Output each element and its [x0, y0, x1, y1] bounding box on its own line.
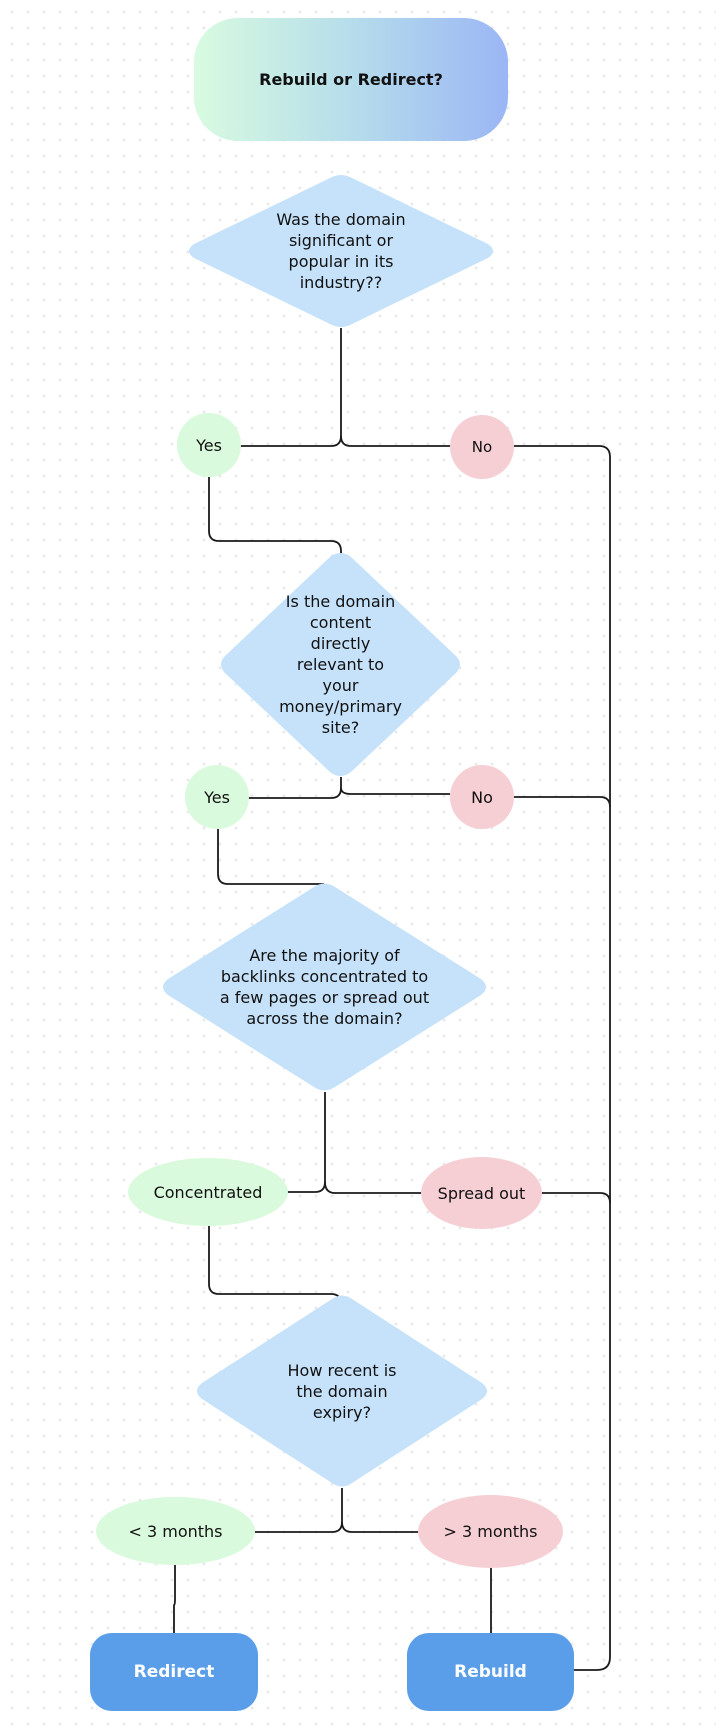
answer-yes-1: Yes: [177, 413, 241, 477]
question-node-4: How recent is the domain expiry?: [194, 1294, 490, 1488]
question-text-3: Are the majority of backlinks concentrat…: [219, 946, 430, 1028]
answer-less-than-3-months: < 3 months: [96, 1497, 255, 1565]
connector-no1-trunk: [514, 445, 611, 1671]
connector-q3-yes: [287, 1092, 326, 1193]
connector-spread-trunk: [541, 1192, 611, 1204]
question-text-1: Was the domain significant or popular in…: [276, 210, 406, 292]
flowchart-title: Rebuild or Redirect?: [194, 18, 508, 141]
question-node-3: Are the majority of backlinks concentrat…: [159, 882, 490, 1092]
connector-q4-yes: [255, 1488, 343, 1533]
connector-q2-yes: [248, 777, 342, 799]
connector-less3-redirect: [173, 1565, 176, 1634]
answer-no-2: No: [450, 765, 514, 829]
answer-no-1: No: [450, 415, 514, 479]
connector-yes2-q3: [217, 829, 324, 885]
connector-yes1-q2: [208, 477, 342, 556]
outcome-rebuild: Rebuild: [407, 1633, 574, 1711]
answer-yes-2: Yes: [185, 765, 249, 829]
answer-concentrated: Concentrated: [128, 1158, 288, 1226]
connector-q1-no: [340, 435, 450, 447]
connector-no2-trunk: [514, 796, 611, 808]
connector-q3-no: [324, 1181, 421, 1194]
answer-spread-out: Spread out: [421, 1157, 542, 1229]
connector-concentrated-q4: [208, 1226, 342, 1305]
question-node-1: Was the domain significant or popular in…: [184, 174, 498, 328]
connector-q2-no: [340, 787, 450, 795]
answer-more-than-3-months: > 3 months: [418, 1495, 563, 1568]
connector-q1-yes: [240, 328, 342, 447]
question-text-4: How recent is the domain expiry?: [287, 1360, 397, 1422]
outcome-redirect: Redirect: [90, 1633, 258, 1711]
connector-q4-no: [341, 1521, 418, 1533]
question-node-2: Is the domain content directly relevant …: [218, 552, 463, 777]
question-text-2: Is the domain content directly relevant …: [279, 592, 402, 737]
